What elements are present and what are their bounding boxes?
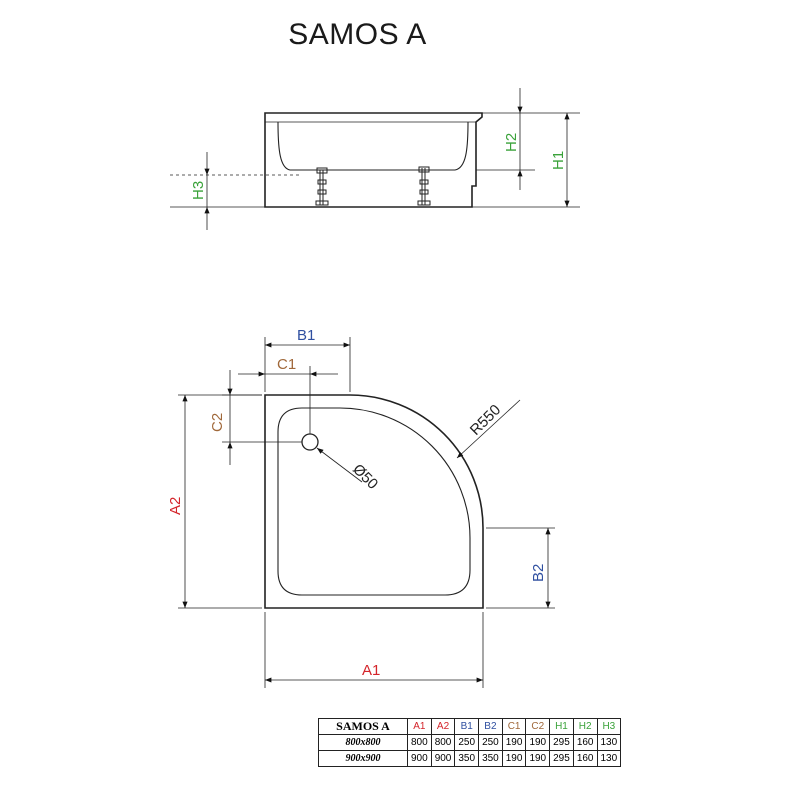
label-c1: C1 <box>277 356 296 373</box>
tray-basin-top <box>277 407 471 596</box>
top-view <box>178 337 555 688</box>
table-header-row: SAMOS A A1 A2 B1 B2 C1 C2 H1 H2 H3 <box>318 718 622 735</box>
label-h1: H1 <box>550 151 567 170</box>
leg-right <box>417 166 431 206</box>
table-header-h3: H3 <box>596 718 622 735</box>
diagram-title: SAMOS A <box>288 18 427 51</box>
table-cell: 900 <box>407 750 432 767</box>
table-cell: 250 <box>454 734 480 751</box>
label-c2: C2 <box>209 413 226 432</box>
table-cell: 800 <box>407 734 432 751</box>
label-drain-diameter: Ø50 <box>349 461 381 493</box>
tray-basin <box>277 121 469 171</box>
leg-left <box>315 167 329 206</box>
table-cell: 190 <box>501 750 527 767</box>
table-cell: 900 <box>430 750 456 767</box>
table-cell: 800 <box>430 734 456 751</box>
table-cell: 295 <box>549 734 574 751</box>
table-cell-model: 900x900 <box>318 750 408 767</box>
label-h3: H3 <box>190 181 207 200</box>
table-header-b2: B2 <box>478 718 503 735</box>
side-view <box>170 88 580 230</box>
table-cell: 295 <box>549 750 574 767</box>
table-cell: 250 <box>478 734 503 751</box>
table-row: 900x900 900 900 350 350 190 190 295 160 … <box>318 750 622 767</box>
table-header-h2: H2 <box>572 718 598 735</box>
label-a1: A1 <box>362 662 380 679</box>
label-a2: A2 <box>167 497 184 515</box>
technical-drawing: H3 H2 H1 B1 <box>167 88 580 688</box>
table-header-c1: C1 <box>501 718 527 735</box>
table-header-h1: H1 <box>549 718 574 735</box>
table-cell: 160 <box>572 750 598 767</box>
table-cell: 130 <box>596 734 622 751</box>
label-h2: H2 <box>503 133 520 152</box>
table-header-c2: C2 <box>525 718 551 735</box>
table-cell: 350 <box>454 750 480 767</box>
table-cell: 130 <box>596 750 622 767</box>
table-cell-model: 800x800 <box>318 734 408 751</box>
table-header-a1: A1 <box>407 718 432 735</box>
drain-hole <box>301 433 319 451</box>
dimensions-table: SAMOS A A1 A2 B1 B2 C1 C2 H1 H2 H3 800x8… <box>318 718 622 767</box>
table-cell: 160 <box>572 734 598 751</box>
table-cell: 190 <box>525 734 551 751</box>
table-header-model: SAMOS A <box>318 718 408 735</box>
table-cell: 350 <box>478 750 503 767</box>
label-b1: B1 <box>297 327 315 344</box>
table-header-b1: B1 <box>454 718 480 735</box>
table-row: 800x800 800 800 250 250 190 190 295 160 … <box>318 734 622 751</box>
tray-outline <box>264 112 483 208</box>
table-header-a2: A2 <box>430 718 456 735</box>
table-cell: 190 <box>501 734 527 751</box>
table-cell: 190 <box>525 750 551 767</box>
label-b2: B2 <box>530 564 547 582</box>
tray-outer-edge <box>264 394 484 609</box>
